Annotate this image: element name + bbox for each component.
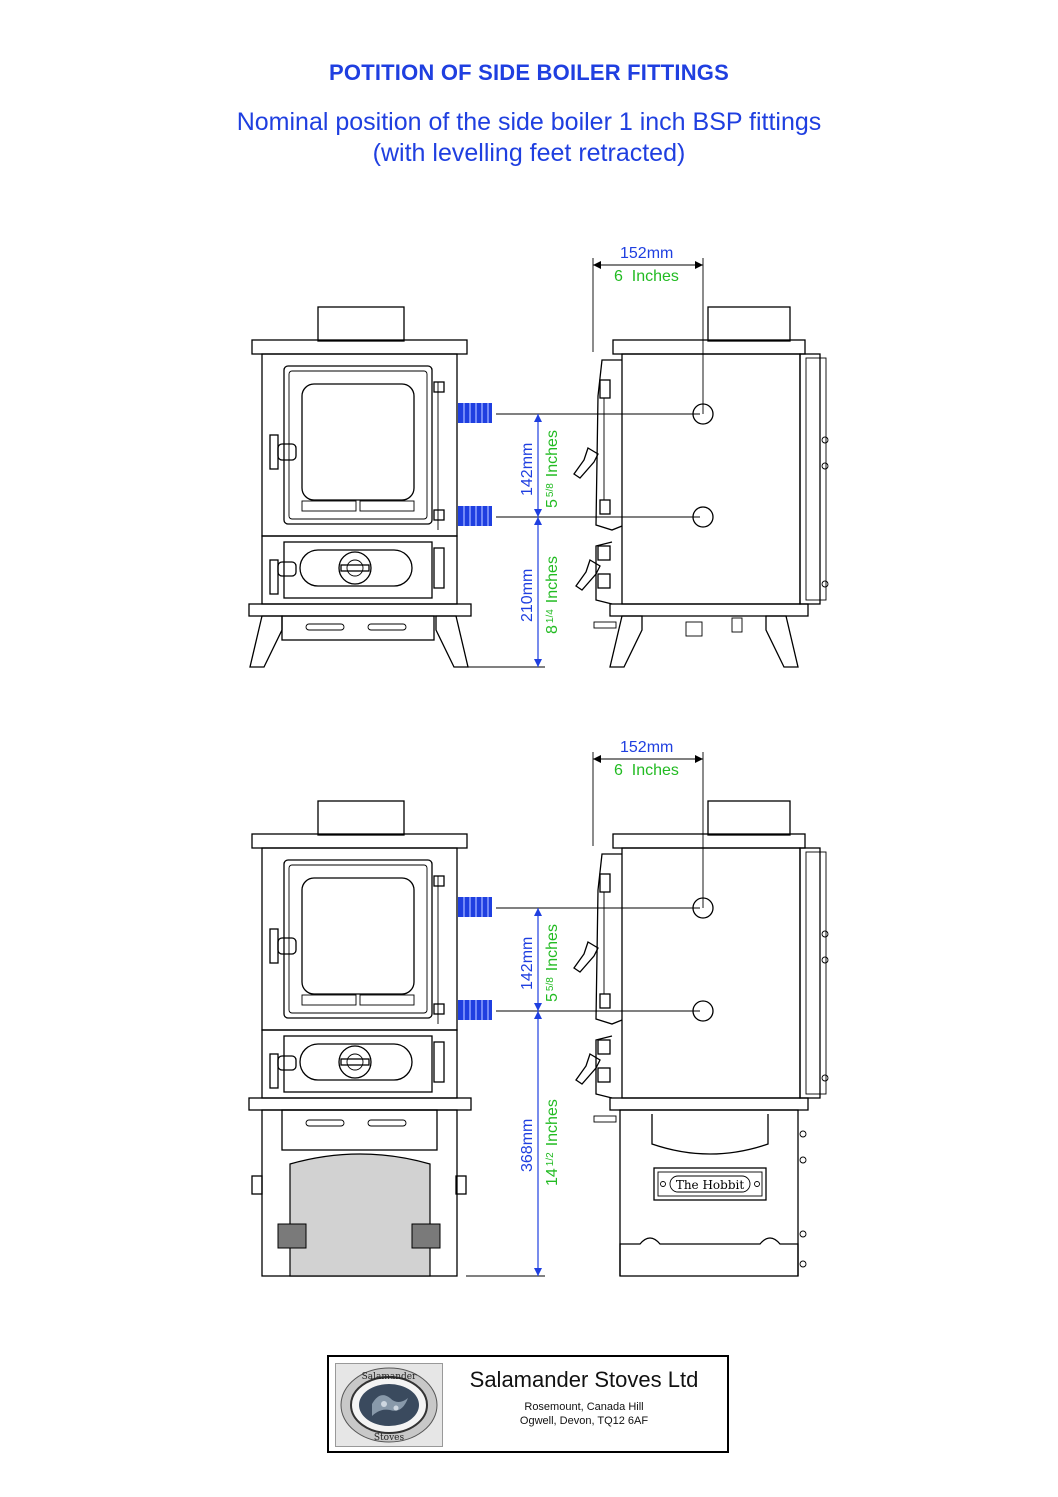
front-view	[248, 306, 492, 668]
hobbit-badge: The Hobbit	[676, 1178, 745, 1192]
subtitle-line-2: (with levelling feet retracted)	[372, 139, 686, 167]
width-mm-label: 152mm	[620, 245, 673, 262]
height-mm-label: 368mm	[519, 1119, 536, 1172]
subtitle-line-1: Nominal position of the side boiler 1 in…	[236, 108, 822, 136]
company-name: Salamander Stoves Ltd	[469, 1367, 699, 1392]
height-inch-label: 141/2Inches	[544, 1099, 561, 1186]
drawing-stove-on-legs: 142mm 55/8Inches 210mm 81/4Inches 152mm …	[248, 245, 829, 668]
salamander-logo: Salamander Stoves	[335, 1363, 443, 1447]
height-inch-label: 81/4Inches	[544, 556, 561, 634]
logo-top-text: Salamander	[362, 1372, 418, 1382]
company-footer: Salamander Stoves Salamander Stoves Ltd …	[327, 1355, 729, 1453]
front-view	[248, 800, 492, 1277]
side-view: The Hobbit	[573, 800, 829, 1277]
height-mm-label: 210mm	[519, 569, 536, 622]
page-title: POTITION OF SIDE BOILER FITTINGS	[329, 60, 729, 85]
drawing-stove-on-stand: 142mm 55/8Inches 368mm 141/2Inches 152mm…	[248, 739, 829, 1277]
logo-bottom-text: Stoves	[374, 1433, 405, 1443]
width-inch-label: 6 Inches	[614, 762, 679, 779]
height-dimensions: 142mm 55/8Inches 368mm 141/2Inches	[466, 907, 700, 1277]
height-dimensions: 142mm 55/8Inches 210mm 81/4Inches	[466, 413, 700, 668]
width-inch-label: 6 Inches	[614, 268, 679, 285]
spacing-mm-label: 142mm	[519, 937, 536, 990]
spacing-mm-label: 142mm	[519, 443, 536, 496]
spacing-inch-label: 55/8Inches	[544, 430, 561, 508]
width-dimension: 152mm 6 Inches	[592, 245, 704, 414]
salamander-emblem-icon: Salamander Stoves	[340, 1367, 438, 1443]
address-line-2: Ogwell, Devon, TQ12 6AF	[519, 1415, 649, 1427]
width-mm-label: 152mm	[620, 739, 673, 756]
address-line-1: Rosemount, Canada Hill	[524, 1401, 644, 1413]
side-view	[573, 306, 829, 668]
spacing-inch-label: 55/8Inches	[544, 924, 561, 1002]
width-dimension: 152mm 6 Inches	[592, 739, 704, 908]
